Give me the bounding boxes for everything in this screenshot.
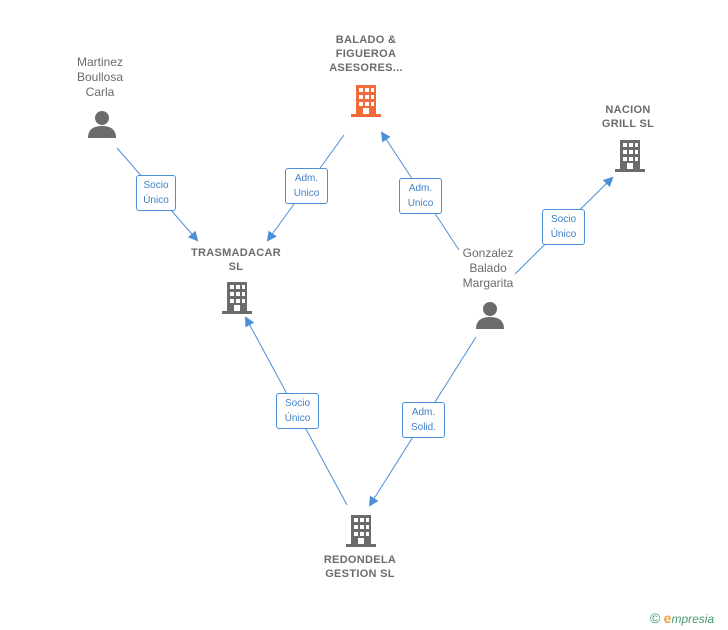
brand-name: mpresia: [671, 612, 715, 626]
node-label-balado[interactable]: BALADO & FIGUEROA ASESORES...: [329, 34, 403, 74]
building-icon-highlight[interactable]: [351, 84, 381, 117]
node-label-redondela[interactable]: REDONDELA GESTION SL: [323, 554, 397, 580]
edge-label-gonzalez-redondela: Adm. Solid.: [402, 402, 445, 438]
edge-label-martinez-trasmadacar: Socio Único: [136, 175, 176, 211]
edge-label-gonzalez-nacion: Socio Único: [542, 209, 585, 245]
building-icon[interactable]: [615, 140, 645, 172]
node-label-martinez[interactable]: Martinez Boullosa Carla: [76, 55, 124, 99]
edge-label-balado-trasmadacar: Adm. Unico: [285, 168, 328, 204]
brand-initial: e: [663, 610, 672, 626]
building-icon[interactable]: [346, 515, 376, 547]
edge-label-gonzalez-balado: Adm. Unico: [399, 178, 442, 214]
node-label-trasmadacar[interactable]: TRASMADACAR SL: [190, 247, 282, 273]
brand-footer: © empresia: [650, 610, 714, 626]
node-label-gonzalez[interactable]: Gonzalez Balado Margarita: [462, 246, 514, 290]
building-icon[interactable]: [222, 282, 252, 314]
person-icon[interactable]: [476, 302, 504, 329]
edge-label-redondela-trasmadacar: Socio Único: [276, 393, 319, 429]
person-icon[interactable]: [88, 111, 116, 138]
copyright-symbol: ©: [650, 610, 661, 626]
node-label-nacion[interactable]: NACION GRILL SL: [601, 104, 655, 130]
